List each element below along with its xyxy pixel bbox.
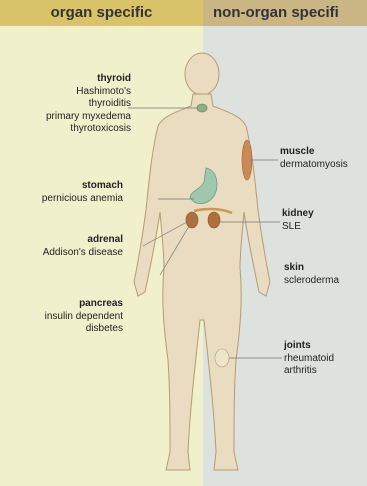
stomach-label: stomach pernicious anemia [42, 180, 123, 205]
pancreas-label: pancreas insulin dependent disbetes [45, 298, 123, 336]
skin-label: skin scleroderma [284, 262, 339, 287]
body-head [185, 53, 219, 95]
kidney-label: kidney SLE [282, 208, 314, 233]
joints-label: joints rheumatoid arthritis [284, 340, 334, 378]
adrenal-left [186, 212, 198, 228]
knee-joint [215, 349, 229, 367]
adrenal-right [208, 212, 220, 228]
adrenal-label: adrenal Addison's disease [43, 234, 123, 259]
thyroid-gland [197, 104, 207, 112]
thyroid-label: thyroid Hashimoto's thyroiditis primary … [46, 73, 131, 136]
muscle-label: muscle dermatomyosis [280, 146, 348, 171]
